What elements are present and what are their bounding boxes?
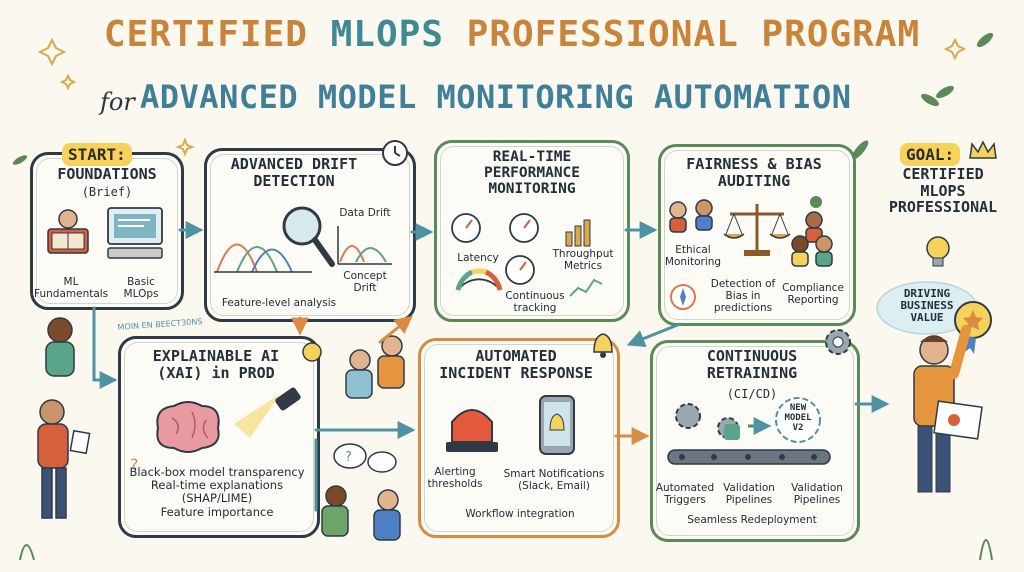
fairness-heading: FAIRNESS & BIAS AUDITING bbox=[686, 155, 822, 190]
continuous-tracking-label: Continuous tracking bbox=[505, 290, 565, 315]
program-title: CERTIFIED MLOPS PROFESSIONAL PROGRAM bbox=[0, 14, 1024, 55]
computer-icon bbox=[107, 207, 163, 259]
magnifier-icon bbox=[282, 206, 335, 267]
trophy-crown-icon bbox=[969, 140, 997, 159]
people-avatars-icon bbox=[669, 196, 833, 267]
program-subtitle: ADVANCED MODEL MONITORING AUTOMATION bbox=[140, 78, 852, 116]
concept-drift-chart-icon bbox=[337, 226, 392, 265]
lightbulb-icon bbox=[926, 236, 950, 267]
alerting-label: Alerting thresholds bbox=[427, 466, 483, 491]
gear-icon bbox=[825, 329, 851, 355]
basic-mlops-label: Basic MLOps bbox=[123, 276, 159, 301]
goal-badge: GOAL: bbox=[900, 143, 961, 166]
book-icon bbox=[47, 209, 89, 254]
realtime-heading: REAL-TIME PERFORMANCE MONITORING bbox=[483, 149, 581, 197]
certificate-icon bbox=[948, 414, 960, 426]
drift-heading: ADVANCED DRIFT DETECTION bbox=[230, 155, 358, 190]
concept-drift-label: Concept Drift bbox=[343, 270, 387, 295]
retrain-sub: (CI/CD) bbox=[726, 387, 778, 401]
arrow-fairness-to-retrain bbox=[626, 322, 682, 348]
notifications-label: Smart Notifications (Slack, Email) bbox=[503, 468, 605, 493]
business-value-bubble: DRIVING BUSINESS VALUE bbox=[900, 287, 954, 325]
foundations-sub: (Brief) bbox=[81, 185, 133, 199]
latency-label: Latency bbox=[457, 252, 499, 264]
title-part-mlops: MLOPS bbox=[330, 14, 444, 55]
compliance-label: Compliance Reporting bbox=[782, 282, 844, 307]
ethical-monitoring-label: Ethical Monitoring bbox=[664, 244, 722, 269]
foundations-heading: FOUNDATIONS bbox=[57, 165, 157, 183]
distribution-curves-icon bbox=[214, 243, 312, 273]
gauge-icons bbox=[451, 213, 603, 297]
start-badge: START: bbox=[62, 143, 132, 166]
bias-detection-label: Detection of Bias in predictions bbox=[710, 278, 776, 315]
brain-icon bbox=[156, 401, 220, 453]
validation-label-1: Validation Pipelines bbox=[723, 482, 775, 507]
svg-text:?: ? bbox=[345, 450, 352, 465]
clock-icon bbox=[382, 140, 408, 166]
goal-heading: CERTIFIED MLOPS PROFESSIONAL bbox=[888, 165, 998, 216]
ml-fundamentals-label: ML Fundamentals bbox=[34, 276, 109, 301]
validation-label-2: Validation Pipelines bbox=[791, 482, 843, 507]
arrow-xai-to-people bbox=[378, 315, 413, 344]
retrain-box bbox=[650, 340, 860, 542]
professional-person-icon bbox=[913, 325, 983, 493]
conveyor-icon bbox=[667, 397, 831, 465]
arrow-start-to-xai bbox=[92, 306, 118, 389]
feature-level-label: Feature-level analysis bbox=[221, 297, 337, 309]
data-drift-label: Data Drift bbox=[339, 207, 391, 219]
redeploy-label: Seamless Redeployment bbox=[687, 514, 817, 526]
scale-icon bbox=[723, 204, 791, 256]
triggers-label: Automated Triggers bbox=[655, 482, 715, 507]
retrain-heading: CONTINUOUS RETRAINING bbox=[706, 347, 798, 382]
question-mark-icon: ? bbox=[130, 455, 139, 474]
phone-bell-icon bbox=[539, 395, 575, 455]
xai-lines: Black-box model transparency Real-time e… bbox=[129, 465, 305, 519]
compass-icon bbox=[670, 284, 696, 310]
title-part-certified: CERTIFIED bbox=[103, 14, 331, 55]
title-part-program: PROFESSIONAL PROGRAM bbox=[443, 14, 921, 55]
workflow-label: Workflow integration bbox=[465, 508, 575, 520]
xai-heading: EXPLAINABLE AI (XAI) in PROD bbox=[152, 347, 280, 382]
title-for: for bbox=[100, 88, 135, 116]
new-model-label: NEW MODEL V2 bbox=[784, 403, 812, 433]
bell-icon bbox=[593, 333, 613, 358]
throughput-label: Throughput Metrics bbox=[552, 248, 614, 273]
siren-icon bbox=[446, 409, 498, 452]
flashlight-icon bbox=[234, 387, 301, 438]
incident-heading: AUTOMATED INCIDENT RESPONSE bbox=[439, 347, 593, 382]
